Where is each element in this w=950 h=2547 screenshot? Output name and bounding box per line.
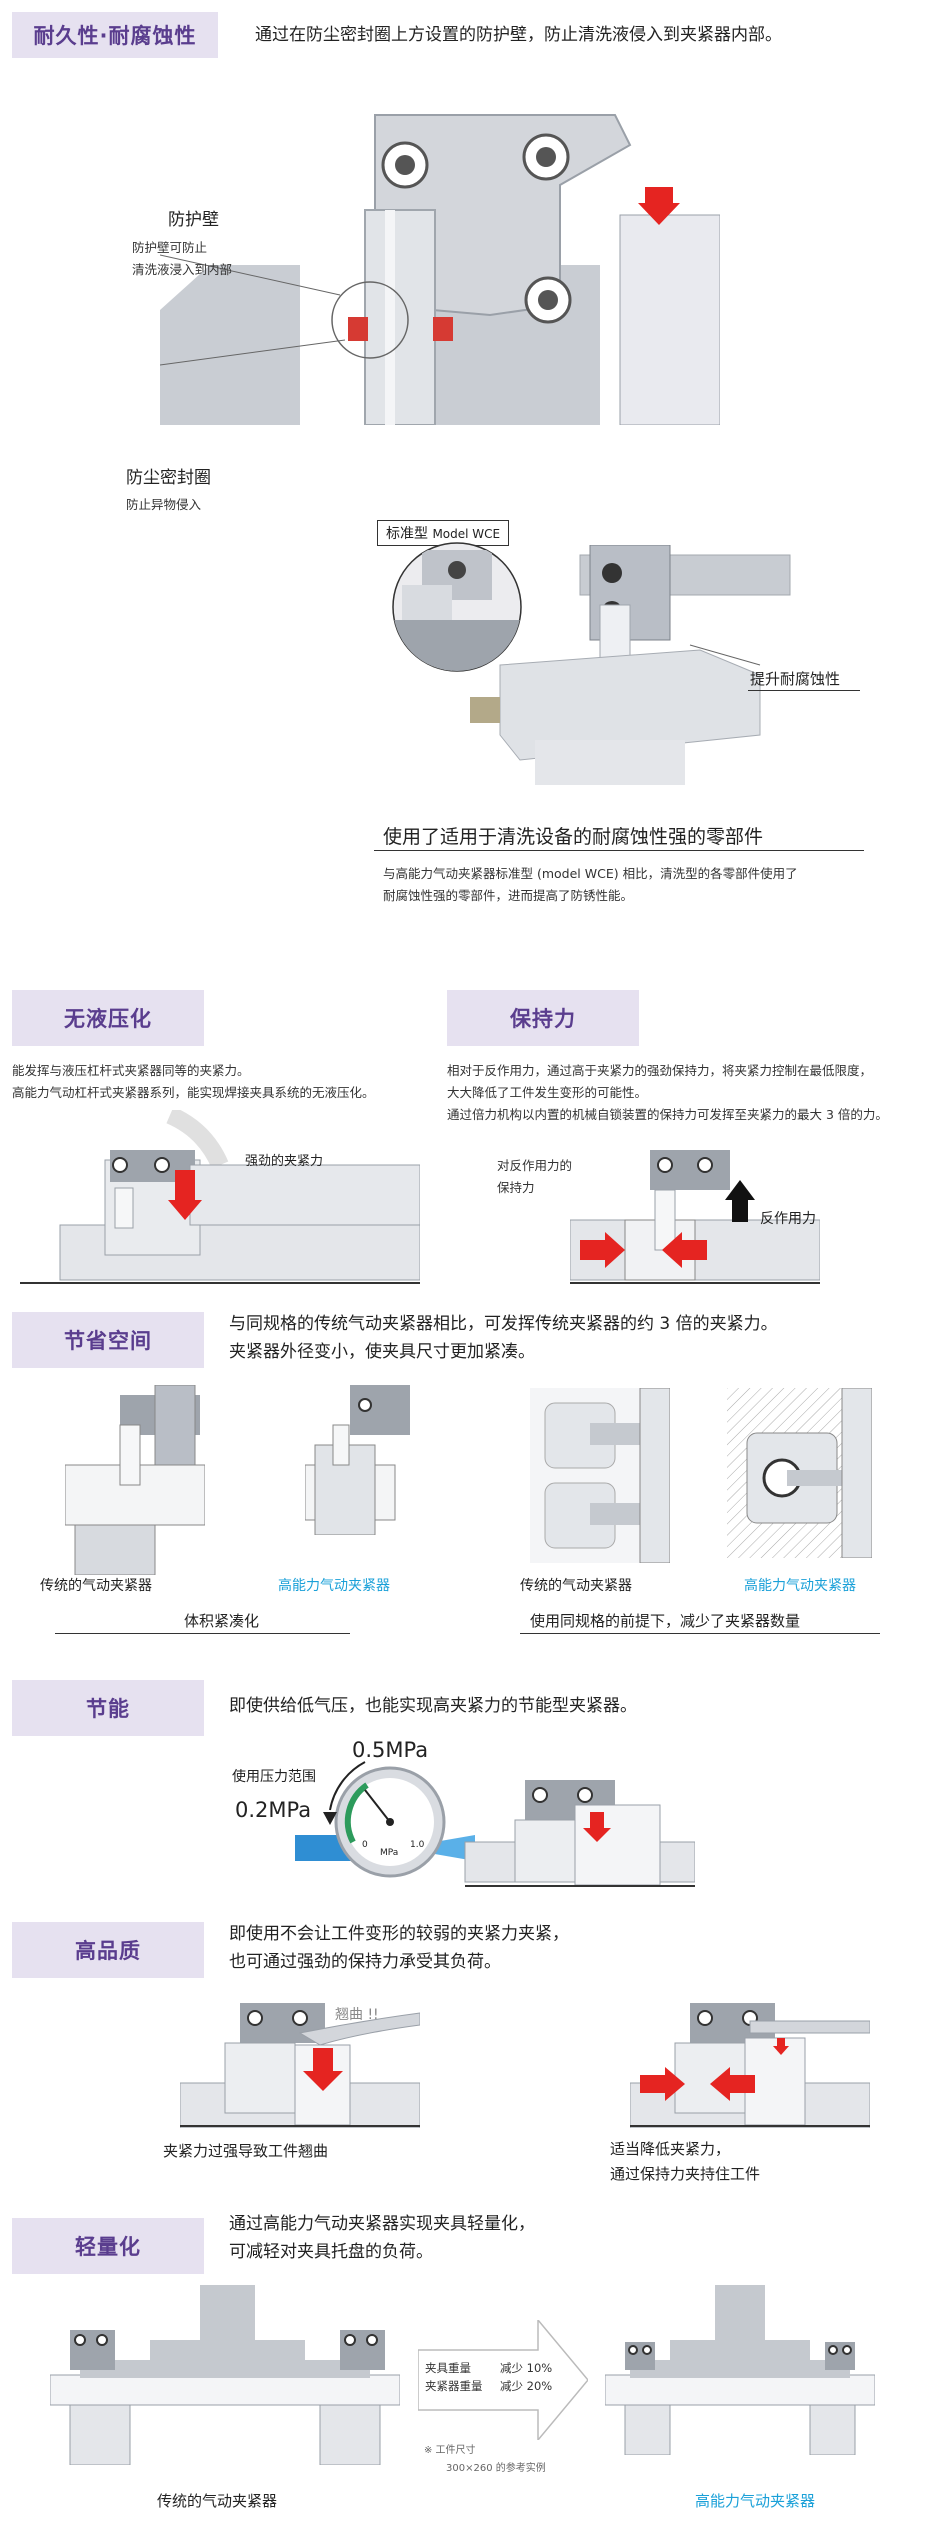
lightweight-text1: 通过高能力气动夹紧器实现夹具轻量化， bbox=[229, 2214, 535, 2234]
wall-desc-line2: 清洗液浸入到内部 bbox=[132, 262, 233, 277]
high-capacity-clamp-front bbox=[305, 1385, 410, 1535]
std-model-suffix: Model WCE bbox=[432, 527, 501, 541]
space-saving-text2: 夹紧器外径变小，使夹具尺寸更加紧凑。 bbox=[229, 1342, 535, 1362]
parts-desc-line1: 与高能力气动夹紧器标准型 (model WCE) 相比，清洗型的各零部件使用了 bbox=[383, 866, 798, 881]
workpiece-note-line2: 300×260 的参考实例 bbox=[446, 2463, 546, 2474]
hold-label-line2: 保持力 bbox=[497, 1180, 535, 1195]
lightweight-text2: 可减轻对夹具托盘的负荷。 bbox=[229, 2242, 433, 2262]
gauge-unit: MPa bbox=[380, 1848, 399, 1858]
std-model-label: 标准型 bbox=[386, 526, 428, 542]
transition-arrow bbox=[418, 2320, 588, 2440]
hold-caption-line2: 通过保持力夹持住工件 bbox=[610, 2165, 761, 2183]
energy-saving-text: 即使供给低气压，也能实现高夹紧力的节能型夹紧器。 bbox=[229, 1696, 637, 1716]
durability-description: 通过在防尘密封圈上方设置的防护壁，防止清洗液侵入到夹紧器内部。 bbox=[255, 25, 782, 45]
std-model-badge: 标准型 Model WCE bbox=[377, 520, 510, 546]
section-tag-lightweight: 轻量化 bbox=[12, 2218, 204, 2274]
clamp-weight-label: 夹紧器重量 bbox=[425, 2379, 483, 2393]
quantity-underline bbox=[520, 1633, 880, 1634]
wall-desc-line1: 防护壁可防止 bbox=[132, 240, 208, 255]
holding-text1: 相对于反作用力，通过高于夹紧力的强劲保持力，将夹紧力控制在最低限度， bbox=[447, 1063, 873, 1078]
protective-wall-diagram bbox=[160, 114, 720, 425]
section-tag-durability: 耐久性·耐腐蚀性 bbox=[12, 12, 218, 58]
compact-underline bbox=[55, 1633, 350, 1634]
holding-text3: 通过倍力机构以内置的机械自锁装置的保持力可发挥至夹紧力的最大 3 倍的力。 bbox=[447, 1107, 888, 1122]
high-fixture-label: 高能力气动夹紧器 bbox=[695, 2492, 816, 2510]
warp-diagram bbox=[180, 2003, 420, 2128]
section-tag-energy-saving: 节能 bbox=[12, 1680, 204, 1736]
pressure-gauge-diagram bbox=[295, 1761, 695, 1887]
section-tag-space-saving: 节省空间 bbox=[12, 1312, 204, 1368]
corrosion-underline bbox=[748, 690, 860, 691]
clamp-3d-render bbox=[470, 545, 791, 785]
fixture-weight-label: 夹具重量 bbox=[425, 2361, 471, 2375]
conventional-fixture-diagram bbox=[50, 2285, 400, 2465]
parts-desc-line2: 耐腐蚀性强的零部件，进而提高了防锈性能。 bbox=[383, 888, 634, 903]
section-tag-holding-force: 保持力 bbox=[447, 990, 639, 1046]
parts-title-underline bbox=[374, 850, 864, 851]
conv-fixture-label: 传统的气动夹紧器 bbox=[157, 2492, 278, 2510]
holding-text2: 大大降低了工件发生变形的可能性。 bbox=[447, 1085, 648, 1100]
seal-desc: 防止异物侵入 bbox=[126, 497, 202, 512]
gauge-min: 0 bbox=[362, 1840, 368, 1850]
no-hydraulic-text2: 高能力气动杠杆式夹紧器系列，能实现焊接夹具系统的无液压化。 bbox=[12, 1085, 375, 1100]
no-hydraulic-text1: 能发挥与液压杠杆式夹紧器同等的夹紧力。 bbox=[12, 1063, 250, 1078]
std-model-inset-circle bbox=[392, 542, 522, 672]
high-capacity-clamp-top bbox=[727, 1388, 872, 1558]
space-saving-text1: 与同规格的传统气动夹紧器相比，可发挥传统夹紧器的约 3 倍的夹紧力。 bbox=[229, 1314, 778, 1334]
no-hydraulic-diagram bbox=[20, 1110, 420, 1284]
wall-title: 防护壁 bbox=[168, 210, 219, 230]
parts-title: 使用了适用于清洗设备的耐腐蚀性强的零部件 bbox=[383, 826, 764, 848]
pressure-range-label: 使用压力范围 bbox=[232, 1769, 316, 1785]
high-quality-text1: 即使用不会让工件变形的较弱的夹紧力夹紧， bbox=[229, 1924, 569, 1944]
clamp-weight-value: 减少 20% bbox=[500, 2379, 553, 2393]
workpiece-note-line1: ※ 工件尺寸 bbox=[424, 2445, 476, 2456]
force-label: 强劲的夹紧力 bbox=[245, 1154, 324, 1169]
warp-caption: 夹紧力过强导致工件翘曲 bbox=[163, 2142, 329, 2160]
corrosion-label: 提升耐腐蚀性 bbox=[750, 670, 841, 688]
high-pressure-label: 0.5MPa bbox=[352, 1738, 429, 1762]
holding-force-diagram bbox=[570, 1150, 820, 1284]
section-tag-no-hydraulic: 无液压化 bbox=[12, 990, 204, 1046]
hold-caption-line1: 适当降低夹紧力， bbox=[610, 2140, 731, 2158]
high-clamp-label-2: 高能力气动夹紧器 bbox=[744, 1578, 856, 1594]
high-quality-text2: 也可通过强劲的保持力承受其负荷。 bbox=[229, 1952, 501, 1972]
high-clamp-label-1: 高能力气动夹紧器 bbox=[278, 1578, 390, 1594]
hold-workpiece-diagram bbox=[630, 2003, 870, 2128]
conventional-clamp-front bbox=[65, 1385, 205, 1575]
reaction-force-label: 反作用力 bbox=[760, 1211, 816, 1227]
low-pressure-label: 0.2MPa bbox=[235, 1798, 312, 1822]
quantity-caption: 使用同规格的前提下，减少了夹紧器数量 bbox=[530, 1612, 801, 1630]
conv-clamp-label-2: 传统的气动夹紧器 bbox=[520, 1578, 632, 1594]
fixture-weight-value: 减少 10% bbox=[500, 2361, 553, 2375]
section-tag-high-quality: 高品质 bbox=[12, 1922, 204, 1978]
seal-title: 防尘密封圈 bbox=[126, 468, 211, 488]
bend-label: 翘曲 !! bbox=[335, 2007, 379, 2023]
conv-clamp-label-1: 传统的气动夹紧器 bbox=[40, 1578, 152, 1594]
conventional-clamp-top bbox=[530, 1388, 670, 1563]
gauge-max: 1.0 bbox=[410, 1840, 425, 1850]
hold-label-line1: 对反作用力的 bbox=[497, 1158, 573, 1173]
high-capacity-fixture-diagram bbox=[605, 2285, 875, 2455]
compact-caption: 体积紧凑化 bbox=[184, 1612, 260, 1630]
